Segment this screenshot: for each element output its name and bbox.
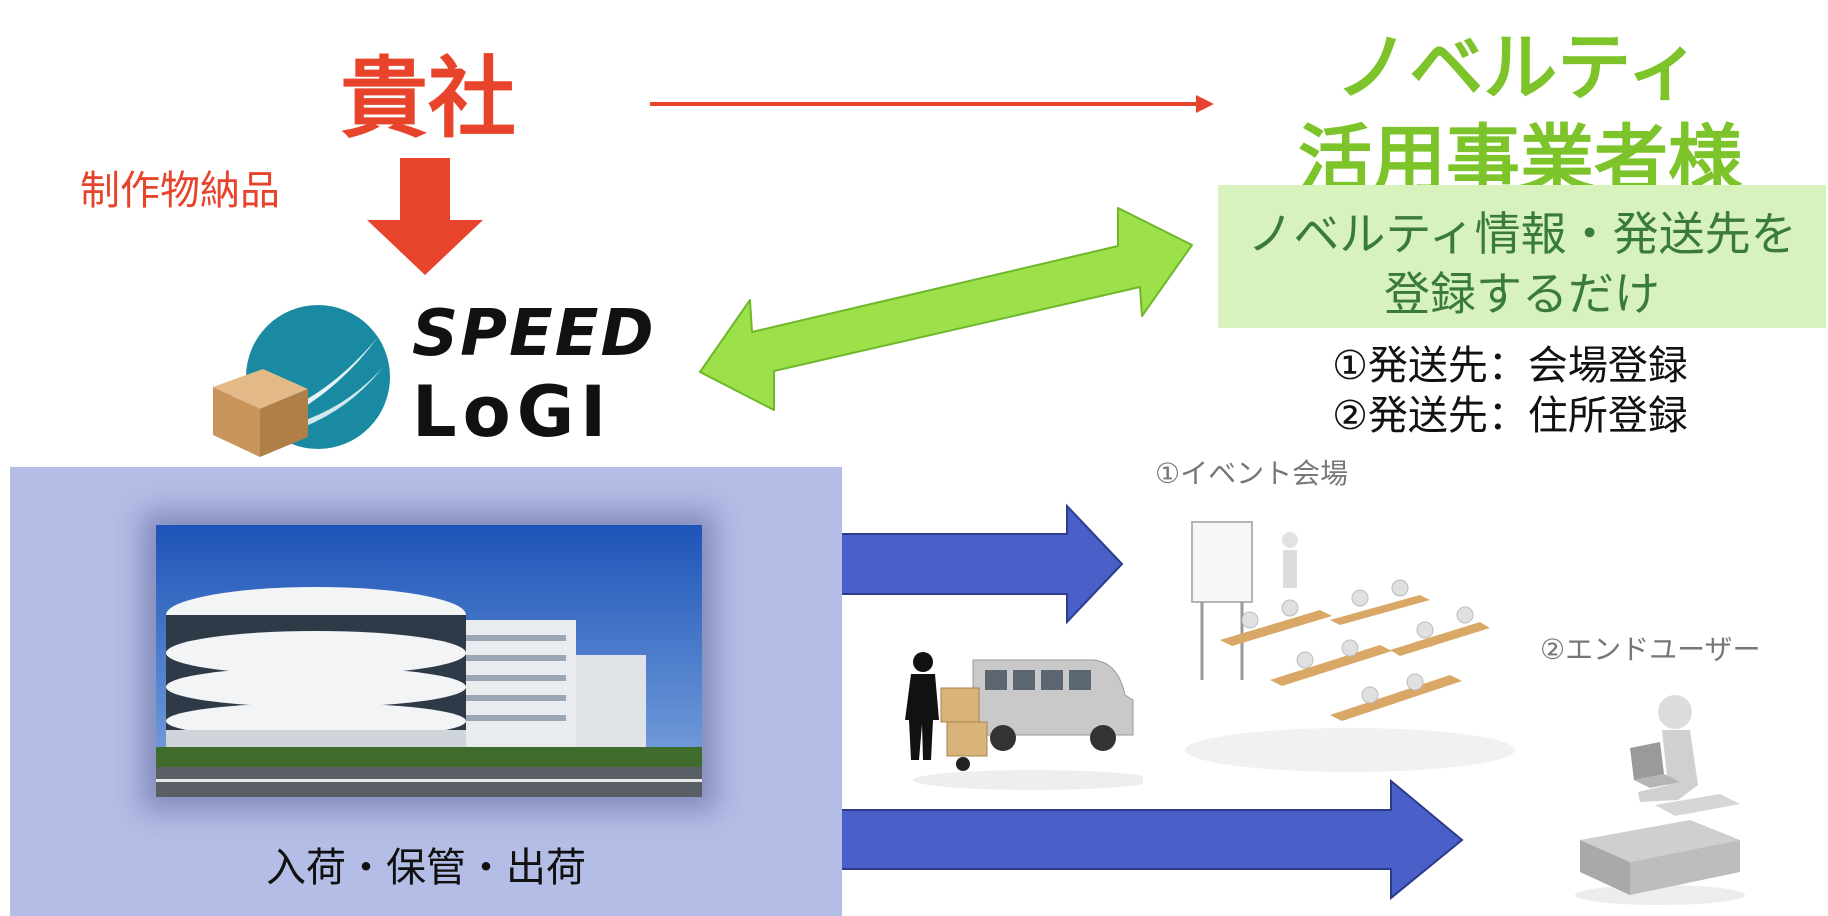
option-address: ②発送先：住所登録 xyxy=(1332,393,1688,439)
logo-line1: SPEED xyxy=(412,297,656,371)
venue-label: ①イベント会場 xyxy=(1155,457,1349,490)
red-down-arrow xyxy=(367,158,483,275)
blue-arrow-enduser xyxy=(776,778,1464,901)
event-venue-illustration xyxy=(1185,521,1515,772)
register-box xyxy=(1218,185,1826,328)
green-double-arrow xyxy=(699,207,1193,411)
delivery-illustration xyxy=(905,652,1143,790)
red-thin-arrow xyxy=(650,95,1214,113)
logo-line2: LoGI xyxy=(412,371,613,453)
deliver-label: 制作物納品 xyxy=(80,168,280,214)
warehouse-building-image xyxy=(156,525,702,797)
register-line1: ノベルティ情報・発送先を xyxy=(1247,207,1797,261)
warehouse-label: 入荷・保管・出荷 xyxy=(266,845,586,891)
speed-logi-wordmark: SPEED LoGI xyxy=(412,297,662,457)
warehouse-photo xyxy=(156,525,702,797)
register-line2: 登録するだけ xyxy=(1384,267,1660,321)
enduser-label: ②エンドユーザー xyxy=(1540,633,1761,666)
novelty-title-line1: ノベルティ xyxy=(1335,25,1701,111)
enduser-illustration xyxy=(1575,695,1745,905)
company-title: 貴社 xyxy=(339,47,516,150)
option-venue: ①発送先：会場登録 xyxy=(1332,343,1688,389)
speed-logi-emblem xyxy=(213,305,390,457)
